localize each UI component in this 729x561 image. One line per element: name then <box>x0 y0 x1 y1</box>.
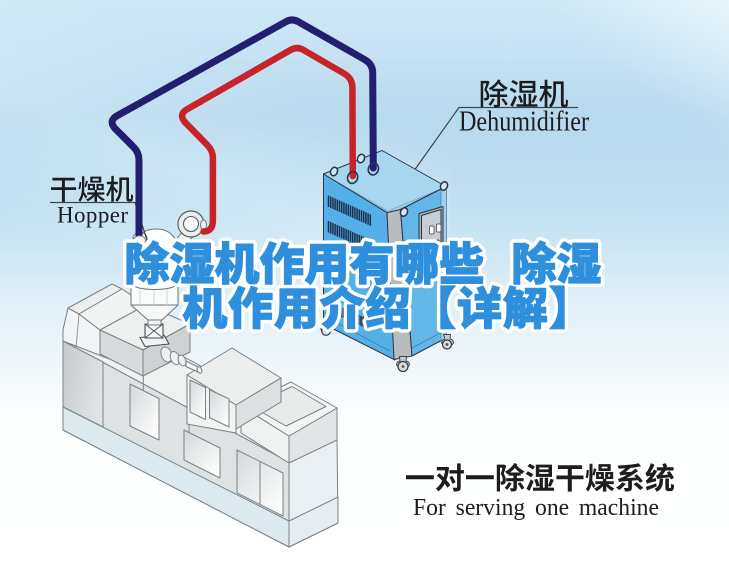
svg-text:Dehumidifier: Dehumidifier <box>459 107 590 138</box>
svg-text:For serving one machine: For serving one machine <box>413 494 659 521</box>
svg-text:Hopper: Hopper <box>57 203 128 228</box>
